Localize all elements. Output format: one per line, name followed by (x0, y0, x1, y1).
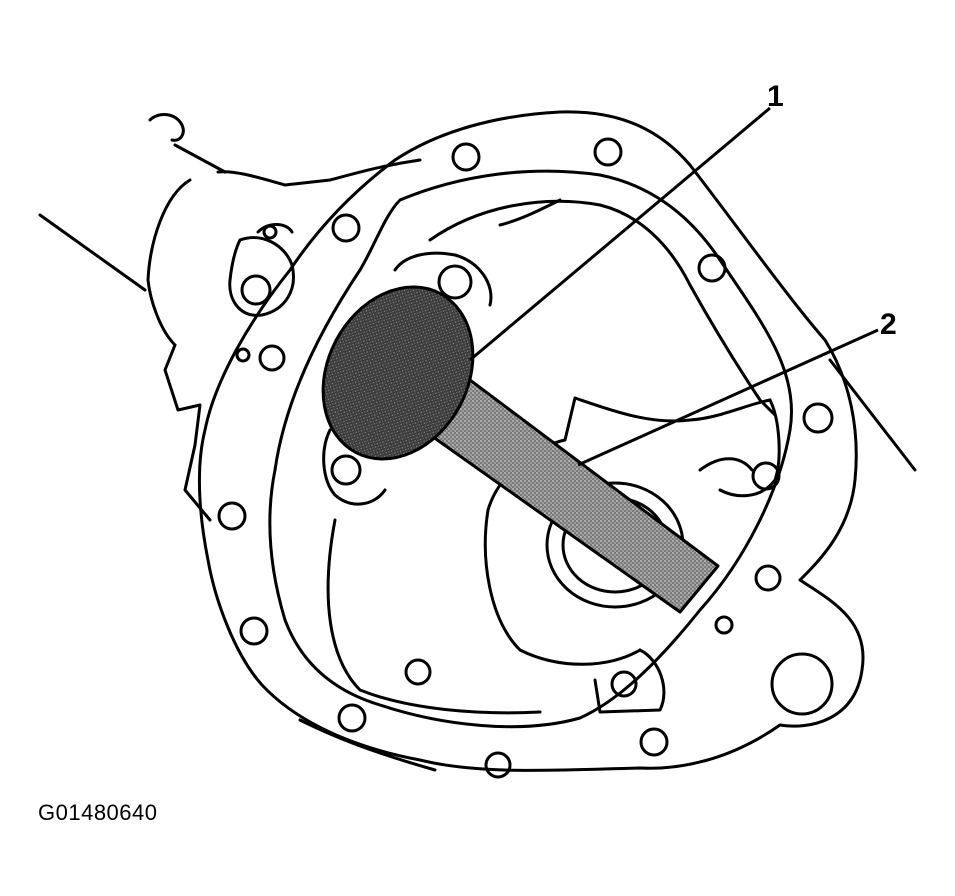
housing-left-details (163, 223, 295, 522)
callout-leader-2 (577, 328, 879, 467)
cavity-edge (428, 199, 777, 417)
callout-label-2: 2 (880, 308, 897, 341)
tool-driver-head (321, 285, 475, 461)
bolt-hole (331, 213, 361, 243)
cover-flange-outline (197, 110, 865, 772)
bolt-hole (337, 703, 367, 733)
callout-leaders (469, 106, 879, 467)
bolt-holes (217, 137, 834, 779)
callout-label-1: 1 (767, 80, 784, 113)
bolt-hole (610, 670, 638, 698)
bolt-hole (697, 253, 727, 283)
installer-tool (321, 285, 720, 614)
bolt-hole (258, 344, 286, 372)
axle-line-right (828, 358, 917, 472)
mounting-boss (770, 652, 834, 716)
bolt-hole (754, 564, 782, 592)
bolt-hole (404, 658, 432, 686)
bolt-hole (235, 347, 251, 363)
bolt-hole (593, 137, 623, 167)
lower-edge-line (298, 718, 437, 772)
left-bearing-cap (322, 251, 493, 506)
bolt-hole (451, 142, 481, 172)
figure-code: G01480640 (38, 800, 158, 825)
bolt-hole (484, 751, 512, 779)
bolt-hole (751, 461, 781, 491)
bolt-hole (802, 402, 834, 434)
bolt-hole (714, 615, 734, 635)
bolt-hole (217, 501, 247, 531)
bolt-hole (639, 727, 669, 757)
callout-leader-1 (469, 106, 771, 362)
bolt-hole (239, 616, 269, 646)
bolt-hole (262, 224, 278, 240)
